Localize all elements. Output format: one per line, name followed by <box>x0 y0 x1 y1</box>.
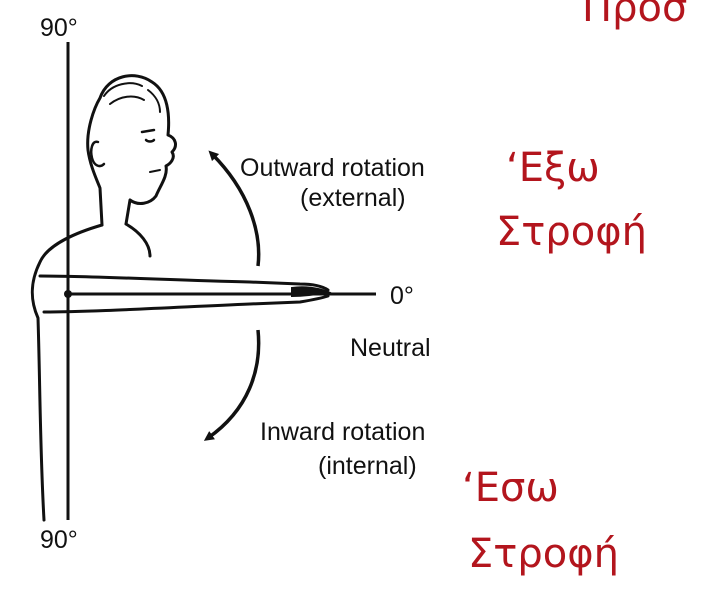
inward-rotation-label: Inward rotation <box>260 418 426 446</box>
outward-rotation-sublabel: (external) <box>300 184 406 212</box>
ear-outline <box>90 140 106 168</box>
outward-rotation-arrow <box>208 150 261 267</box>
greek-exo-line2: Στροφή <box>496 209 647 255</box>
greek-eso-line2: Στροφή <box>468 531 619 577</box>
arm-outline <box>38 274 330 314</box>
inward-rotation-arrow <box>203 329 261 441</box>
greek-exo-line1: ‘Εξω <box>506 145 600 191</box>
greek-eso-line1: ‘Εσω <box>462 465 559 511</box>
head-outline <box>86 74 177 227</box>
top-angle-label: 90° <box>40 14 78 42</box>
eye-brow <box>140 128 156 143</box>
elbow-pivot <box>64 290 72 298</box>
hair-strokes <box>103 82 161 113</box>
greek-top-partial: Προσ <box>582 0 688 31</box>
neutral-label: Neutral <box>350 334 431 362</box>
bottom-angle-label: 90° <box>40 526 78 554</box>
inward-rotation-sublabel: (internal) <box>318 452 417 480</box>
neutral-angle-label: 0° <box>390 282 414 310</box>
mouth-line <box>149 169 161 173</box>
torso-outline <box>30 222 152 522</box>
outward-rotation-label: Outward rotation <box>240 154 425 182</box>
